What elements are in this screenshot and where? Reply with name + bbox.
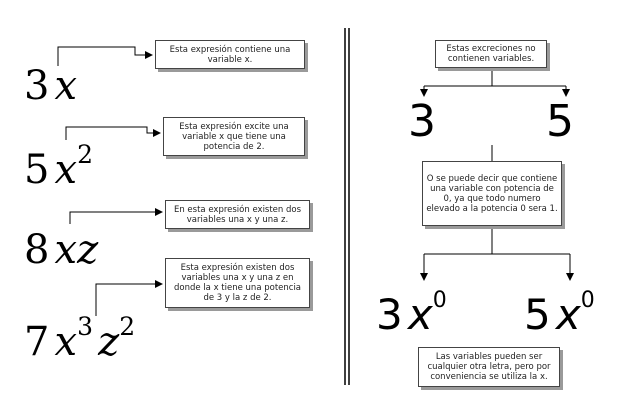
top-note-box: Estas excreciones no contienen variables… [435, 40, 547, 68]
connector-3 [69, 208, 163, 224]
bottom-note-box: Las variables pueden ser cualquier otra … [418, 347, 560, 387]
variable: x [407, 290, 433, 339]
expression-8xz: 8 xz [24, 230, 98, 270]
variable: x [54, 63, 78, 109]
variable: xz [54, 227, 99, 273]
expression-5x0: 5 x0 [524, 290, 595, 336]
coefficient: 5 [24, 147, 50, 193]
variable: x [54, 319, 78, 365]
coefficient: 3 [376, 290, 403, 339]
exponent: 0 [432, 288, 447, 313]
connector-4 [95, 280, 163, 316]
note-box-4: Esta expresión existen dos variables una… [165, 258, 310, 308]
expression-7x3z2: 7 x3 z2 [24, 314, 135, 365]
variable: z [98, 319, 120, 365]
connector-2 [65, 126, 161, 140]
exponent: 2 [119, 312, 136, 341]
exponent: 3 [77, 312, 94, 341]
connector-1 [57, 46, 153, 66]
note-box-3: En esta expresión existen dos variables … [165, 200, 310, 229]
constant-5: 5 [546, 96, 574, 147]
middle-note-box: O se puede decir que contiene una variab… [422, 161, 562, 226]
expression-3x: 3 x [24, 66, 77, 106]
expression-3x0: 3 x0 [376, 290, 447, 336]
coefficient: 8 [24, 227, 50, 273]
note-box-1: Esta expresión contiene una variable x. [155, 40, 305, 69]
variable: x [54, 147, 78, 193]
exponent: 0 [580, 288, 595, 313]
exponent: 2 [77, 140, 94, 169]
coefficient: 5 [524, 290, 551, 339]
expression-5x2: 5 x2 [24, 142, 93, 193]
constant-3: 3 [408, 96, 436, 147]
note-box-2: Esta expresión excite una variable x que… [163, 117, 305, 156]
coefficient: 3 [24, 63, 50, 109]
variable: x [555, 290, 581, 339]
coefficient: 7 [24, 319, 50, 365]
